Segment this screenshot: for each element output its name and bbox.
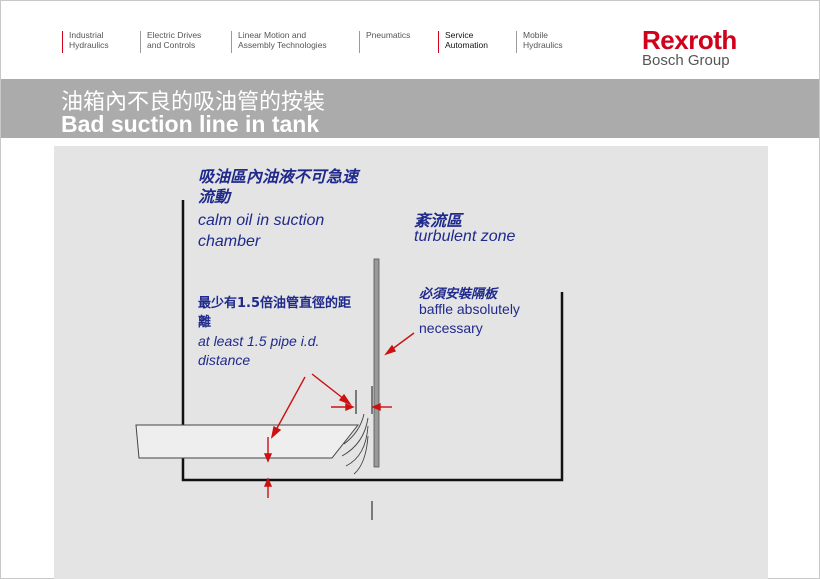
calm-oil-label-chinese: 吸油區內油液不可急速流動 [198,167,359,206]
distance-label-chinese: 最少有1.5倍油管直徑的距離 [198,296,352,330]
page-title-english: Bad suction line in tank [61,111,320,137]
red-arrows [263,332,415,498]
suction-pipe [135,424,360,459]
nav-pneumatics[interactable]: Pneumatics [359,30,410,53]
page-title-chinese: 油箱內不良的吸油管的按裝 [61,90,326,115]
calm-oil-label-english: calm oil in suction chamber [198,212,325,250]
baffle-plate [373,258,380,468]
baffle-label-english: baffle absolutely necessary [419,301,520,336]
turbulent-zone-label-chinese: 紊流區 [414,211,463,230]
baffle-label-chinese: 必須安裝隔板 [419,287,498,302]
title-bar [1,79,819,138]
diagram-panel [54,146,768,579]
flow-arcs [341,413,369,475]
logo-group: Bosch Group [642,52,730,69]
turbulent-zone-label-english: turbulent zone [414,228,516,245]
tank-wall [181,200,564,482]
rexroth-logo[interactable]: Rexroth Bosch Group [642,26,737,69]
logo-brand: Rexroth [642,25,737,55]
distance-label-english: at least 1.5 pipe i.d. distance [198,333,320,368]
